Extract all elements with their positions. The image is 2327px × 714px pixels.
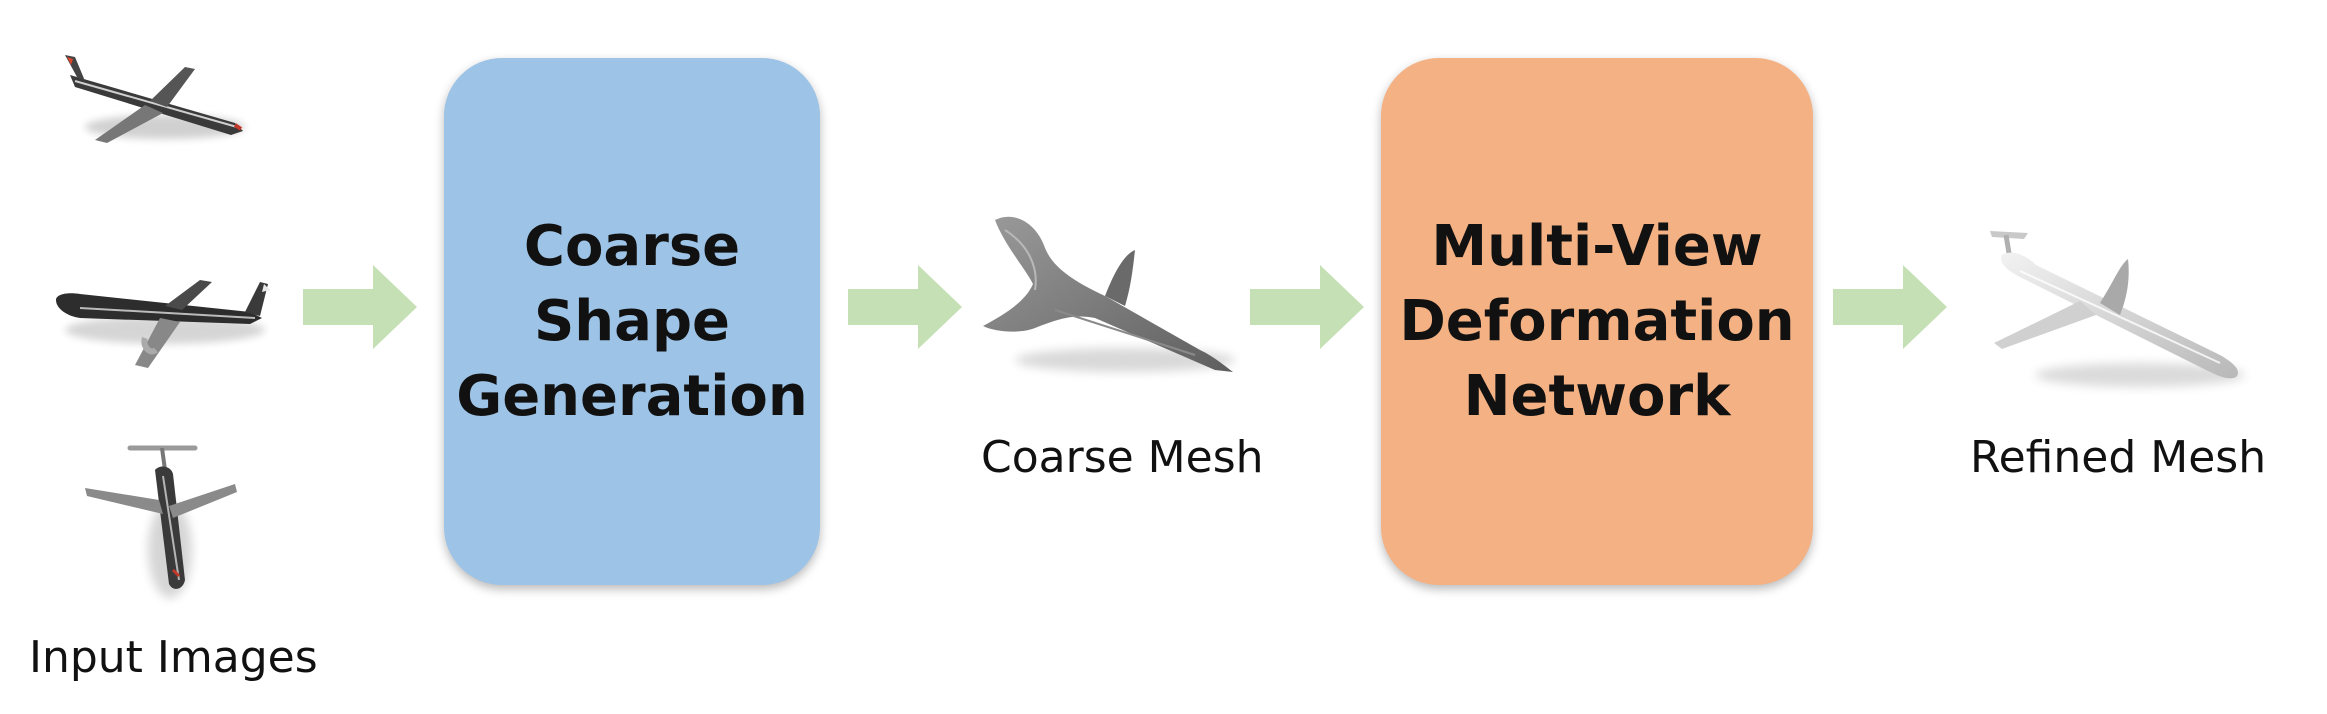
coarse-shape-generation-label: Coarse Shape Generation: [456, 214, 808, 429]
arrow-shape: [303, 265, 417, 349]
arrow-icon: [1833, 265, 1947, 349]
multi-view-deformation-network-label: Multi-View Deformation Network: [1399, 214, 1795, 429]
coarse-mesh-icon: [983, 216, 1235, 372]
input-image-airplane-1-icon: [65, 55, 245, 143]
arrow-shape: [1250, 265, 1364, 349]
arrow-shape: [848, 265, 962, 349]
multi-view-deformation-network-box: Multi-View Deformation Network: [1381, 58, 1813, 585]
input-image-airplane-2-icon: [56, 280, 270, 368]
arrow-shape: [1833, 265, 1947, 349]
arrow-icon: [1250, 265, 1364, 349]
coarse-shape-generation-box: Coarse Shape Generation: [444, 58, 820, 585]
arrow-icon: [848, 265, 962, 349]
refined-mesh-icon: [1990, 231, 2245, 387]
refined-mesh-caption: Refined Mesh: [1970, 432, 2267, 483]
coarse-mesh-caption: Coarse Mesh: [981, 432, 1264, 483]
input-image-airplane-3-icon: [85, 445, 237, 598]
input-images-caption: Input Images: [29, 632, 318, 683]
arrow-icon: [303, 265, 417, 349]
